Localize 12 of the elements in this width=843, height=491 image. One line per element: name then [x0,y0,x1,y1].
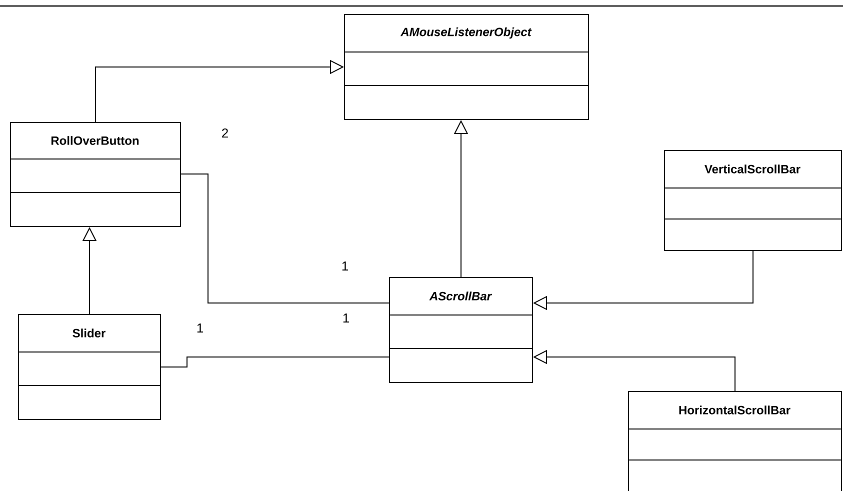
class-box: Slider [18,314,161,420]
connector [180,174,390,304]
class-box: AMouseListenerObject [344,14,589,120]
class-box: HorizontalScrollBar [628,391,842,491]
connector [160,356,390,368]
multiplicity-label: 2 [222,128,228,138]
multiplicity-label: 1 [197,324,203,332]
class-box: VerticalScrollBar [664,150,842,251]
multiplicity-label: 1 [342,262,348,270]
class-box: AScrollBar [388,277,533,383]
multiplicity-label: 1 [343,314,349,322]
class-box: RollOverButton [10,122,181,227]
